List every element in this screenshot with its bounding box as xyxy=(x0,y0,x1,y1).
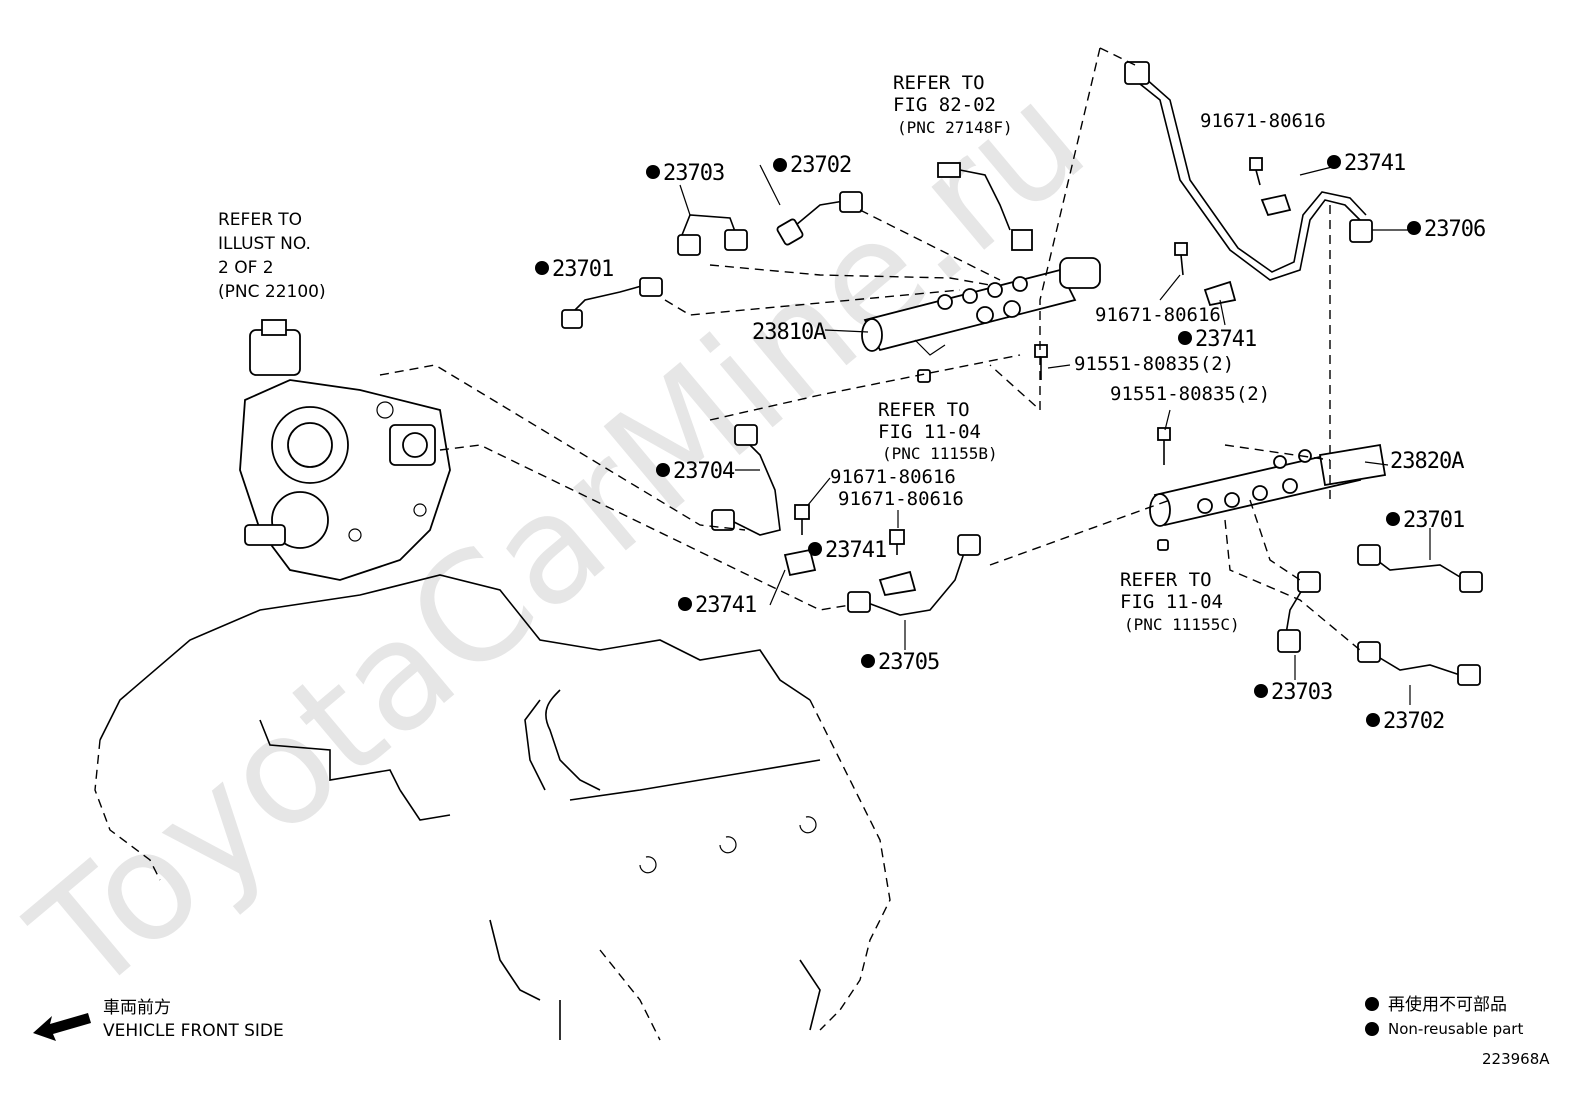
non-reusable-marker xyxy=(773,158,787,172)
non-reusable-marker xyxy=(1407,221,1421,235)
non-reusable-marker xyxy=(1327,155,1341,169)
non-reusable-marker xyxy=(1178,331,1192,345)
part-label-23702: 23702 xyxy=(1383,709,1444,734)
legend-en-text: Non-reusable part xyxy=(1388,1020,1523,1038)
callout-line: 2 OF 2 xyxy=(218,258,274,278)
non-reusable-marker xyxy=(1254,684,1268,698)
legend-jp-text: 再使用不可部品 xyxy=(1388,994,1507,1015)
callout-line: REFER TO xyxy=(1120,569,1212,591)
part-label-23741: 23741 xyxy=(1344,151,1405,176)
fuel-rail-23810a xyxy=(861,257,1101,356)
part-label-23810a: 23810A xyxy=(752,320,826,345)
non-reusable-marker xyxy=(646,165,660,179)
refer-1104b-callout: REFER TO FIG 11-04 (PNC 11155B) xyxy=(878,399,998,463)
part-label-23705: 23705 xyxy=(878,650,939,675)
front-en-text: VEHICLE FRONT SIDE xyxy=(103,1021,284,1041)
callout-line: (PNC 22100) xyxy=(218,282,326,302)
leader-lines xyxy=(679,164,1431,705)
non-reusable-marker xyxy=(656,463,670,477)
part-label-91551: 91551-80835(2) xyxy=(1110,383,1270,405)
legend-marker xyxy=(1365,997,1379,1011)
part-label-91671: 91671-80616 xyxy=(1095,304,1221,326)
part-label-23702: 23702 xyxy=(790,153,851,178)
connection-lines xyxy=(379,47,1361,651)
part-label-91551: 91551-80835(2) xyxy=(1074,353,1234,375)
non-reusable-marker xyxy=(808,542,822,556)
non-reusable-marker xyxy=(1386,512,1400,526)
part-label-23741: 23741 xyxy=(1195,327,1256,352)
callout-line: FIG 11-04 xyxy=(878,421,981,443)
callout-line: ILLUST NO. xyxy=(218,234,311,254)
fuel-rail-23820a xyxy=(1149,443,1387,527)
part-label-23701: 23701 xyxy=(552,257,613,282)
arrow-left-icon xyxy=(33,1013,91,1041)
vehicle-front-indicator: 車両前方 VEHICLE FRONT SIDE xyxy=(33,998,284,1041)
callout-line: REFER TO xyxy=(878,399,970,421)
non-reusable-marker xyxy=(535,261,549,275)
pump-refer-callout: REFER TO ILLUST NO. 2 OF 2 (PNC 22100) xyxy=(218,210,326,302)
legend: 再使用不可部品 Non-reusable part xyxy=(1365,994,1523,1038)
supply-pump-illustration xyxy=(239,319,451,581)
fasteners-and-clamps xyxy=(783,157,1292,597)
legend-marker xyxy=(1365,1022,1379,1036)
callout-line: REFER TO xyxy=(218,210,302,230)
part-label-23741: 23741 xyxy=(695,593,756,618)
part-label-23703: 23703 xyxy=(663,161,724,186)
callout-line: REFER TO xyxy=(893,72,985,94)
refer-82-callout: REFER TO FIG 82-02 (PNC 27148F) xyxy=(893,72,1013,137)
refer-1104c-callout: REFER TO FIG 11-04 (PNC 11155C) xyxy=(1120,569,1240,634)
part-label-23706: 23706 xyxy=(1424,217,1485,242)
non-reusable-marker xyxy=(861,654,875,668)
front-jp-text: 車両前方 xyxy=(103,998,171,1018)
callout-line: (PNC 27148F) xyxy=(897,118,1013,137)
part-label-91671: 91671-80616 xyxy=(838,488,964,510)
part-label-23703: 23703 xyxy=(1271,680,1332,705)
part-label-91671: 91671-80616 xyxy=(830,466,956,488)
callout-line: (PNC 11155C) xyxy=(1124,615,1240,634)
part-labels: 23703 23702 23701 23810A 91671-80616 237… xyxy=(535,110,1486,734)
part-label-91671: 91671-80616 xyxy=(1200,110,1326,132)
part-label-23741: 23741 xyxy=(825,538,886,563)
callout-line: FIG 11-04 xyxy=(1120,591,1223,613)
watermark-text: ToyotaCarMine.ru xyxy=(1,52,1117,1028)
part-label-23820a: 23820A xyxy=(1390,449,1464,474)
part-label-23701: 23701 xyxy=(1403,508,1464,533)
part-label-23704: 23704 xyxy=(673,459,735,484)
callout-line: FIG 82-02 xyxy=(893,94,996,116)
diagram-id: 223968A xyxy=(1482,1050,1550,1068)
callout-line: (PNC 11155B) xyxy=(882,444,998,463)
non-reusable-marker xyxy=(1366,713,1380,727)
non-reusable-marker xyxy=(678,597,692,611)
injection-pipes xyxy=(561,61,1483,686)
engine-outline xyxy=(94,574,891,1041)
